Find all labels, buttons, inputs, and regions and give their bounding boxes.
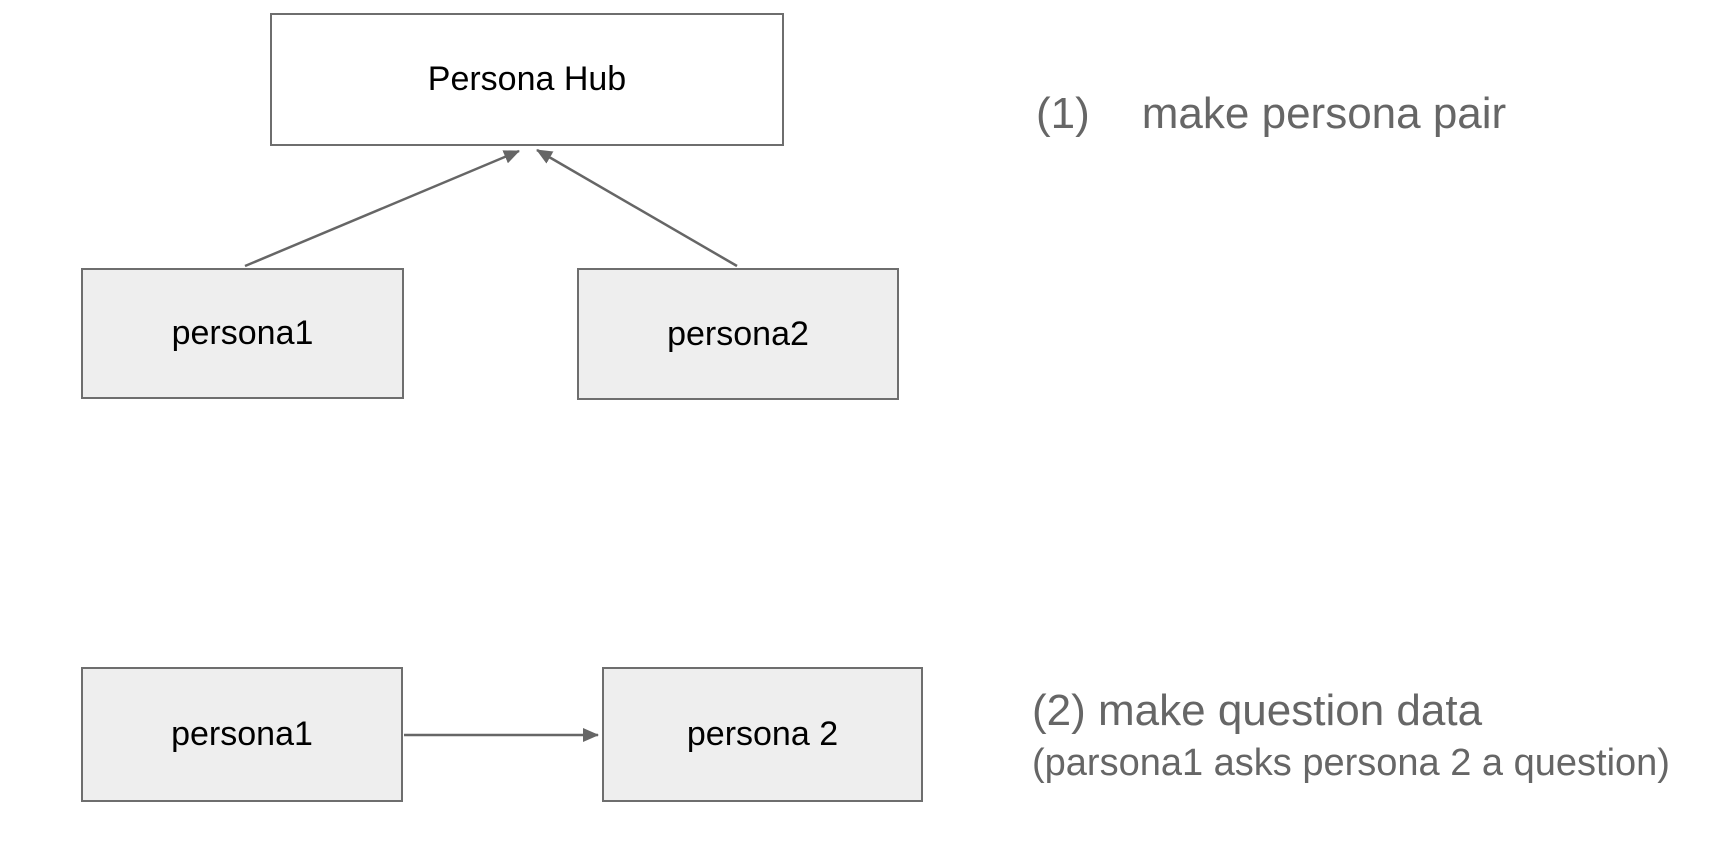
- step2-persona1-label: persona1: [171, 715, 313, 753]
- step1-annotation-text: make persona pair: [1141, 89, 1507, 138]
- step1-annotation: (1) make persona pair: [1036, 89, 1506, 140]
- step2-annotation-line1: (2) make question data: [1032, 686, 1483, 735]
- persona-hub-label: Persona Hub: [427, 60, 627, 98]
- step1-persona1-label: persona1: [171, 314, 314, 352]
- step1-annotation-number: (1): [1036, 89, 1090, 138]
- step2-persona2-box: persona 2: [602, 667, 923, 802]
- step2-annotation: (2) make question data (parsona1 asks pe…: [1032, 686, 1670, 786]
- arrow-persona1-to-hub: [244, 149, 520, 268]
- step2-annotation-line2: (parsona1 asks persona 2 a question): [1032, 741, 1670, 784]
- arrow-persona2-to-hub: [536, 148, 738, 268]
- step1-persona2-label: persona2: [667, 314, 809, 353]
- step2-persona1-box: persona1: [81, 667, 403, 802]
- persona-hub-box: Persona Hub: [270, 13, 784, 146]
- step2-persona2-label: persona 2: [686, 715, 839, 753]
- step1-persona1-box: persona1: [81, 268, 404, 399]
- step1-persona2-box: persona2: [577, 268, 899, 400]
